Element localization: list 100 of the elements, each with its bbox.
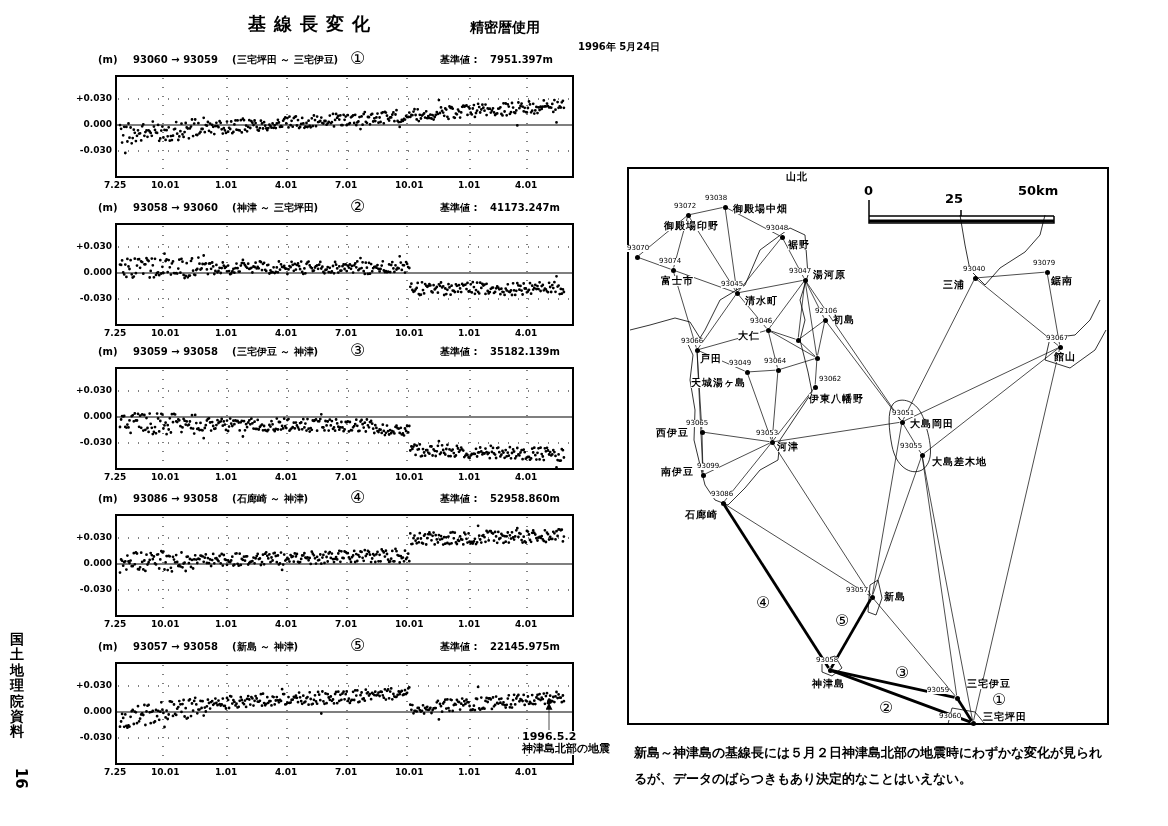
baseline-line	[797, 282, 806, 338]
x-tick-label: 10.01	[395, 181, 424, 191]
x-tick-label: 1.01	[458, 181, 481, 191]
station-marker	[670, 267, 676, 273]
station-marker	[634, 254, 640, 260]
baseline-line	[976, 279, 1059, 346]
station-marker	[822, 317, 828, 323]
station-marker	[769, 439, 775, 445]
baseline-line	[814, 360, 818, 385]
x-tick-label: 7.01	[335, 181, 358, 191]
unit-text: (m)	[98, 493, 118, 504]
date-text: 1996年 5月24日	[578, 41, 661, 52]
baseline-line	[690, 207, 723, 215]
baseline-number: ③	[350, 342, 366, 359]
baseline-line	[923, 348, 1059, 454]
baseline-number: ⑤	[350, 637, 366, 654]
x-tick-label: 7.25	[104, 620, 127, 630]
scale-label: 50km	[1018, 184, 1059, 199]
station-marker	[699, 429, 705, 435]
baseline-line	[1047, 274, 1060, 345]
baseline-line	[698, 294, 736, 349]
x-tick-label: 10.01	[151, 620, 180, 630]
y-tick-label: -0.030	[78, 733, 112, 743]
station-marker	[954, 695, 960, 701]
x-tick-label: 7.01	[335, 620, 358, 630]
y-tick-label: +0.030	[75, 386, 112, 396]
y-tick-label: +0.030	[75, 242, 112, 252]
baseline-line	[723, 504, 830, 669]
baseline-line	[832, 669, 955, 699]
baseline-line	[973, 349, 1060, 721]
station-marker	[972, 275, 978, 281]
station-name: 館山	[1054, 352, 1076, 362]
scale-label: 0	[864, 184, 874, 199]
reference-value-label: 基準値 :	[440, 54, 478, 65]
station-name: 大仁	[738, 331, 760, 341]
baseline-line	[826, 321, 901, 421]
station-name: 鋸南	[1051, 276, 1073, 286]
reference-value: 41173.247m	[490, 202, 560, 213]
station-name: 石廊崎	[685, 510, 718, 520]
station-marker	[734, 290, 740, 296]
station-marker	[970, 720, 976, 726]
station-marker	[802, 277, 808, 283]
baseline-line	[830, 598, 872, 669]
y-tick-label: 0.000	[82, 120, 112, 130]
station-pair-text: 93086 → 93058	[133, 493, 218, 504]
reference-value: 22145.975m	[490, 641, 560, 652]
station-marker	[744, 369, 750, 375]
baseline-number: ①	[350, 50, 366, 67]
x-tick-label: 10.01	[395, 329, 424, 339]
edge-label: ①	[992, 692, 1007, 708]
reference-value: 52958.860m	[490, 493, 560, 504]
unit-text: (m)	[98, 54, 118, 65]
station-name: 伊東八幡野	[809, 394, 864, 404]
station-name: 御殿場印野	[664, 221, 719, 231]
station-marker	[814, 355, 820, 361]
reference-value: 35182.139m	[490, 346, 560, 357]
y-tick-label: -0.030	[78, 146, 112, 156]
station-name: 南伊豆	[661, 467, 694, 477]
unit-text: (m)	[98, 346, 118, 357]
x-tick-label: 10.01	[151, 329, 180, 339]
baseline-line	[922, 457, 973, 721]
station-name: 河津	[777, 442, 799, 452]
baseline-line	[769, 281, 804, 329]
station-name: 大島岡田	[910, 419, 954, 429]
baseline-line	[704, 432, 770, 442]
baseline-line	[768, 332, 778, 368]
y-tick-label: +0.030	[75, 533, 112, 543]
y-tick-label: -0.030	[78, 294, 112, 304]
baseline-line	[957, 699, 973, 722]
baseline-line	[903, 347, 1059, 422]
x-tick-label: 7.25	[104, 329, 127, 339]
baseline-line	[738, 238, 781, 292]
reference-value-label: 基準値 :	[440, 346, 478, 357]
reference-value-label: 基準値 :	[440, 493, 478, 504]
unit-text: (m)	[98, 202, 118, 213]
baseline-line	[977, 271, 1045, 279]
x-tick-label: 4.01	[515, 473, 538, 483]
station-pair-text: 93058 → 93060	[133, 202, 218, 213]
baseline-line	[704, 442, 771, 475]
station-name: 御殿場中畑	[733, 204, 788, 214]
x-tick-label: 1.01	[458, 473, 481, 483]
site-pair-text: (三宅坪田 ～ 三宅伊豆)	[232, 54, 339, 65]
station-marker	[812, 384, 818, 390]
baseline-line	[675, 270, 735, 293]
y-tick-label: 0.000	[82, 707, 112, 717]
x-tick-label: 10.01	[151, 181, 180, 191]
baseline-line	[873, 598, 956, 697]
station-marker	[869, 594, 875, 600]
reference-value-label: 基準値 :	[440, 202, 478, 213]
station-marker	[722, 204, 728, 210]
side-note: 国土地理院資料	[10, 632, 24, 740]
station-name: 戸田	[700, 354, 722, 364]
x-tick-label: 10.01	[395, 768, 424, 778]
y-tick-label: 0.000	[82, 412, 112, 422]
station-name: 湯河原	[813, 270, 846, 280]
baseline-line	[831, 669, 972, 724]
x-tick-label: 1.01	[215, 620, 238, 630]
station-name: 三浦	[943, 280, 965, 290]
x-tick-label: 10.01	[395, 620, 424, 630]
baseline-line	[673, 272, 697, 348]
